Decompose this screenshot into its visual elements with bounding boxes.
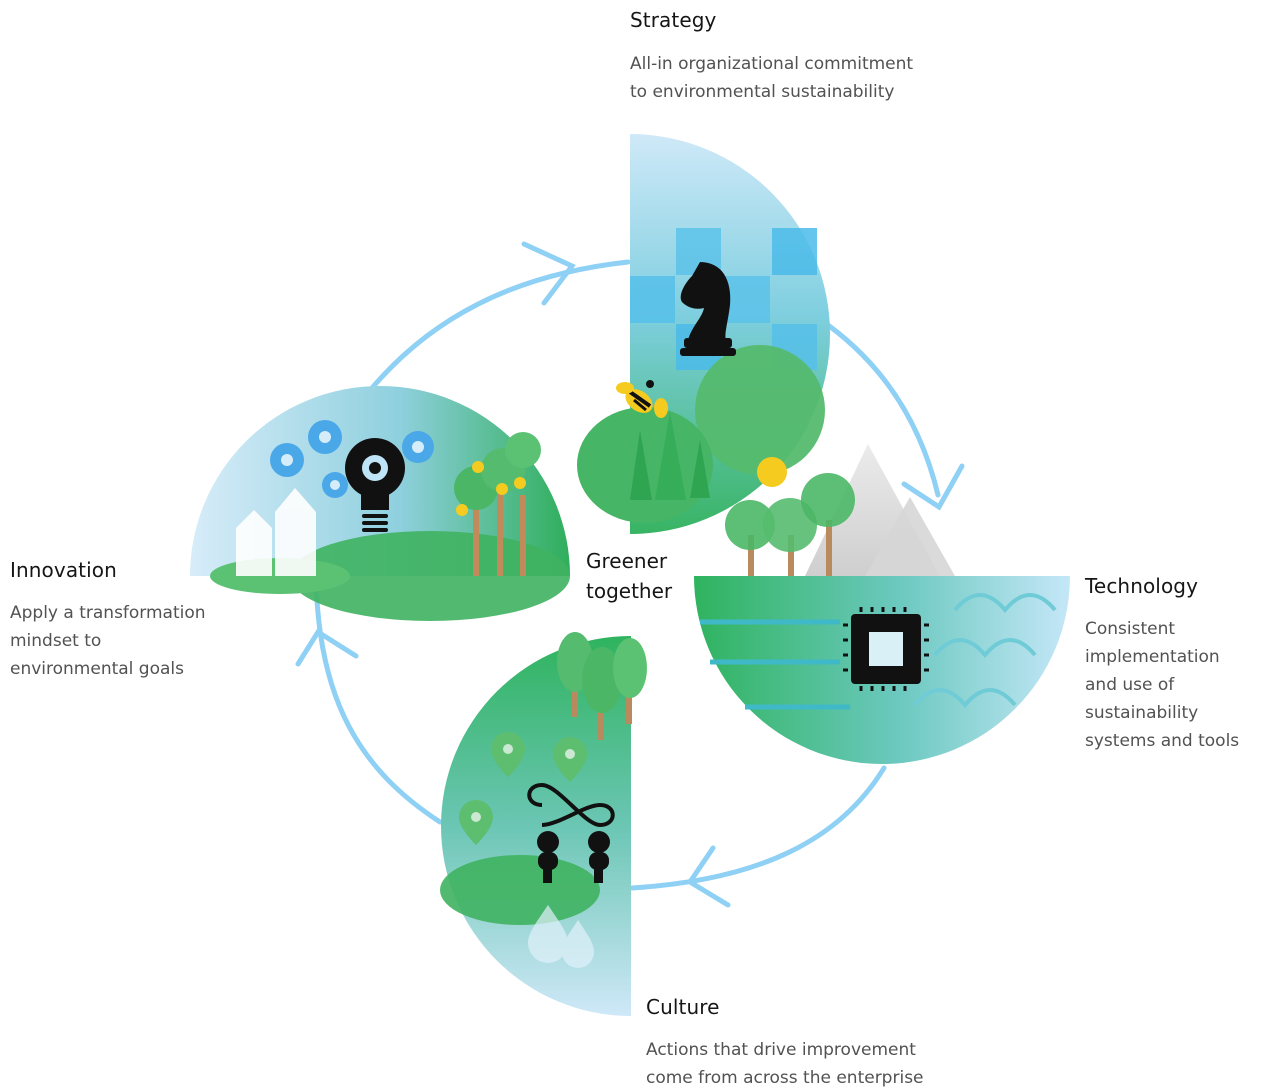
knight-chess-icon bbox=[680, 262, 736, 356]
cycle-arrows bbox=[295, 241, 965, 908]
arc-strategy-to-technology bbox=[815, 315, 941, 498]
technology-line-5: systems and tools bbox=[1085, 731, 1240, 751]
arrowhead-strategy bbox=[521, 241, 576, 306]
innovation-line-1: Apply a transformation bbox=[10, 603, 206, 623]
arc-technology-to-culture bbox=[629, 765, 887, 891]
arrowhead-innovation bbox=[295, 628, 359, 667]
waves bbox=[913, 593, 1057, 709]
lightbulb-icon bbox=[345, 438, 405, 532]
gear-icons bbox=[270, 420, 434, 498]
culture-title: Culture bbox=[646, 995, 720, 1019]
technology-title: Technology bbox=[1085, 574, 1199, 598]
culture-description: Actions that drive improvement come from… bbox=[646, 1036, 924, 1092]
strategy-description: All-in organizational commitment to envi… bbox=[630, 50, 913, 106]
center-line-1: Greener bbox=[586, 549, 668, 573]
arc-culture-to-innovation bbox=[313, 573, 443, 825]
technology-line-4: sustainability bbox=[1085, 703, 1199, 723]
culture-trees bbox=[557, 632, 647, 740]
strategy-line-1: All-in organizational commitment bbox=[630, 54, 914, 74]
bee-icon bbox=[616, 380, 668, 418]
microchip-icon bbox=[843, 607, 929, 691]
forest-trees bbox=[725, 473, 855, 576]
water-drops bbox=[528, 905, 594, 968]
culture-line-1: Actions that drive improvement bbox=[646, 1040, 916, 1060]
technology-line-1: Consistent bbox=[1085, 619, 1176, 639]
innovation-line-3: environmental goals bbox=[10, 659, 185, 679]
technology-line-3: and use of bbox=[1085, 675, 1175, 695]
innovation-description: Apply a transformation mindset to enviro… bbox=[10, 599, 206, 683]
innovation-title: Innovation bbox=[10, 558, 117, 582]
arrowhead-culture bbox=[686, 845, 731, 908]
culture-line-2: come from across the enterprise bbox=[646, 1068, 924, 1088]
center-label: Greener together bbox=[586, 546, 672, 606]
innovation-quadrant bbox=[190, 386, 570, 621]
strategy-quadrant bbox=[577, 134, 830, 534]
people-infinity-icon bbox=[527, 782, 615, 883]
culture-quadrant bbox=[440, 632, 647, 1016]
technology-description: Consistent implementation and use of sus… bbox=[1085, 615, 1239, 755]
arc-innovation-to-strategy bbox=[369, 259, 631, 391]
strategy-title: Strategy bbox=[630, 8, 717, 32]
location-pin-icons bbox=[459, 732, 587, 845]
strategy-line-2: to environmental sustainability bbox=[630, 82, 895, 102]
fruit-trees bbox=[454, 432, 541, 576]
innovation-line-2: mindset to bbox=[10, 631, 102, 651]
technology-quadrant bbox=[694, 444, 1070, 764]
buildings bbox=[236, 488, 316, 576]
arrowhead-technology bbox=[901, 463, 965, 511]
water-lines bbox=[700, 619, 850, 710]
technology-line-2: implementation bbox=[1085, 647, 1220, 667]
center-line-2: together bbox=[586, 579, 673, 603]
